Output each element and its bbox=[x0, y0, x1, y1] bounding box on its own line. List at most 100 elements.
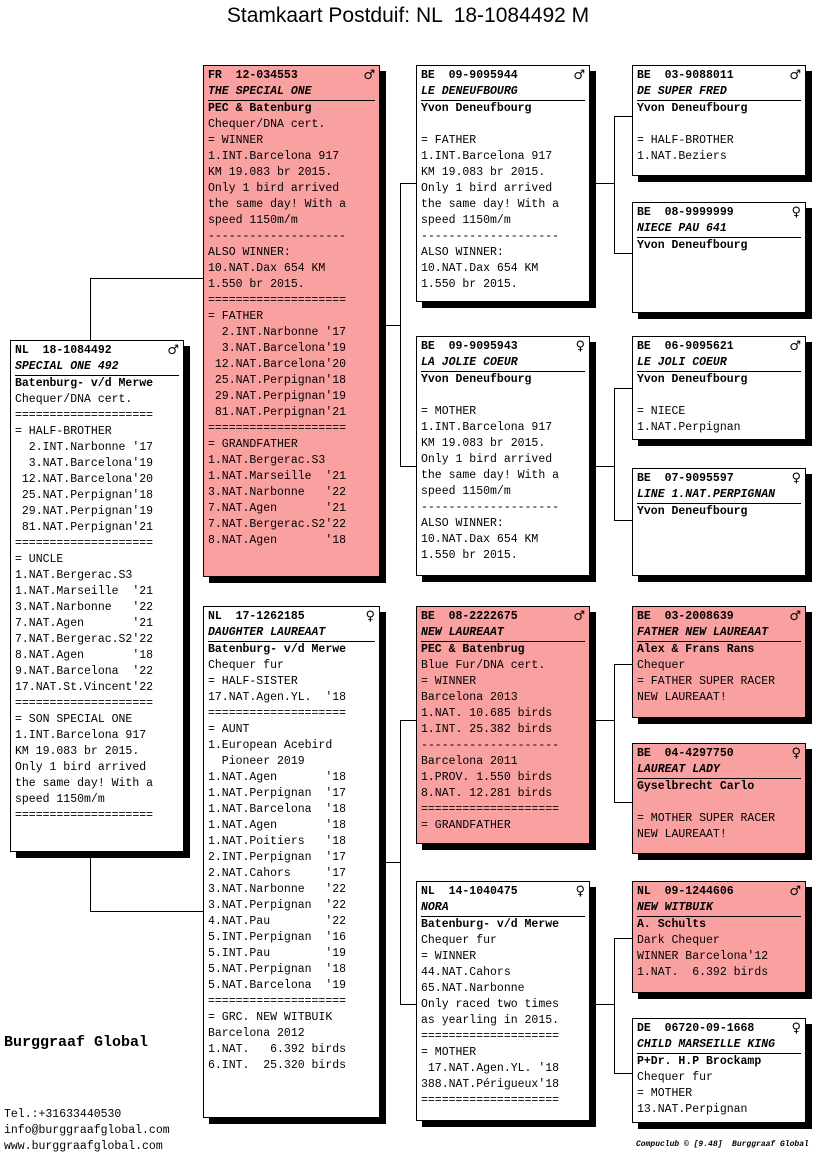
card-text-line: 8.NAT.Agen '18 bbox=[208, 534, 347, 547]
connector-line bbox=[400, 183, 401, 466]
card-text-line: = MOTHER bbox=[421, 405, 477, 418]
card-text-line: Only raced two times bbox=[421, 998, 560, 1011]
card-text-line: 1.NAT.Marseille '21 bbox=[208, 470, 347, 483]
card-text-line: 17.NAT.Agen.YL. '18 bbox=[208, 691, 347, 704]
connector-line bbox=[592, 720, 614, 721]
card-text-line bbox=[637, 795, 801, 811]
card-text-line: Chequer/DNA cert. bbox=[208, 118, 326, 131]
connector-line bbox=[614, 938, 632, 939]
card-text-line: -------------------- bbox=[208, 230, 347, 243]
card-text-line: 1.NAT.Bergerac.S3 bbox=[15, 569, 133, 582]
card-text-line: ==================== bbox=[15, 697, 154, 710]
card-text-line: Barcelona 2011 bbox=[421, 755, 518, 768]
card-text-line: 1.NAT.Perpignan '17 bbox=[208, 787, 347, 800]
card-text-line: = HALF-SISTER bbox=[208, 675, 298, 688]
contact-email[interactable]: info@burggraafglobal.com bbox=[4, 1124, 170, 1137]
connector-line bbox=[614, 664, 632, 665]
card-text-line: 5.NAT.Perpignan '18 bbox=[208, 963, 347, 976]
male-icon: ♂ bbox=[573, 609, 585, 624]
contact-website[interactable]: www.burggraafglobal.com bbox=[4, 1140, 163, 1153]
card-text-line: ==================== bbox=[208, 294, 347, 307]
card-text-line: 1.PROV. 1.550 birds bbox=[421, 771, 553, 784]
connector-line bbox=[380, 325, 400, 326]
pigeon-name: LAUREAT LADY bbox=[637, 762, 801, 779]
contact-phone: Tel.:+31633440530 bbox=[4, 1108, 122, 1121]
ring-number: BE 09-9095943 bbox=[421, 340, 518, 353]
card-text-line: speed 1150m/m bbox=[15, 793, 105, 806]
card-text-line: Pioneer 2019 bbox=[208, 755, 305, 768]
card-text-line: 3.NAT.Barcelona'19 bbox=[15, 457, 154, 470]
ring-number: BE 07-9095597 bbox=[637, 472, 734, 485]
breeder-name: Batenburg- v/d Merwe bbox=[208, 643, 347, 656]
card-text-line: = WINNER bbox=[421, 950, 477, 963]
breeder-name: PEC & Batenburg bbox=[208, 102, 312, 115]
connector-line bbox=[614, 388, 615, 521]
connector-line bbox=[614, 253, 632, 254]
card-header: BE 09-9095943♀ bbox=[421, 339, 585, 355]
card-text-line: 3.NAT.Narbonne '22 bbox=[208, 486, 347, 499]
breeder-name: Batenburg- v/d Merwe bbox=[15, 377, 154, 390]
connector-line bbox=[614, 664, 615, 803]
pigeon-name: DAUGHTER LAUREAAT bbox=[208, 625, 375, 642]
connector-line bbox=[90, 278, 91, 340]
card-text-line: ALSO WINNER: bbox=[421, 517, 504, 530]
card-text-line: ==================== bbox=[208, 422, 347, 435]
card-text-line: Barcelona 2012 bbox=[208, 1027, 305, 1040]
card-text-line: 1.550 br 2015. bbox=[421, 549, 518, 562]
card-text-line: -------------------- bbox=[421, 739, 560, 752]
card-text-line: Blue Fur/DNA cert. bbox=[421, 659, 546, 672]
pigeon-name: LE JOLI COEUR bbox=[637, 355, 801, 372]
ring-number: DE 06720-09-1668 bbox=[637, 1022, 755, 1035]
card-text-line: 6.INT. 25.320 birds bbox=[208, 1059, 347, 1072]
card-header: BE 04-4297750♀ bbox=[637, 746, 801, 762]
card-text-line: Only 1 bird arrived bbox=[15, 761, 147, 774]
card-text-line: Chequer fur bbox=[208, 659, 284, 672]
connector-line bbox=[90, 852, 91, 912]
card-header: NL 17-1262185♀ bbox=[208, 609, 375, 625]
card-text-line bbox=[421, 117, 585, 133]
ring-number: NL 14-1040475 bbox=[421, 885, 518, 898]
card-text-line: = MOTHER SUPER RACER bbox=[637, 812, 776, 825]
connector-line bbox=[400, 183, 417, 184]
pigeon-name: DE SUPER FRED bbox=[637, 84, 801, 101]
pigeon-name: LINE 1.NAT.PERPIGNAN bbox=[637, 487, 801, 504]
female-icon: ♀ bbox=[791, 1021, 801, 1036]
card-text-line: ALSO WINNER: bbox=[208, 246, 291, 259]
software-credit: Compuclub © [9.48] Burggraaf Global bbox=[636, 1140, 809, 1149]
breeder-name: Yvon Deneufbourg bbox=[421, 102, 532, 115]
card-text-line: Barcelona 2013 bbox=[421, 691, 518, 704]
card-text-line: Only 1 bird arrived bbox=[421, 453, 553, 466]
card-text-line: 1.NAT.Barcelona '18 bbox=[208, 803, 347, 816]
ring-number: NL 09-1244606 bbox=[637, 885, 734, 898]
pigeon-name: NORA bbox=[421, 900, 585, 917]
card-text-line: Chequer fur bbox=[637, 1071, 713, 1084]
card-text-line: ==================== bbox=[421, 1030, 560, 1043]
card-text-line: 5.INT.Pau '19 bbox=[208, 947, 347, 960]
ring-number: NL 18-1084492 bbox=[15, 344, 112, 357]
connector-line bbox=[614, 388, 632, 389]
card-text-line: KM 19.083 br 2015. bbox=[421, 166, 546, 179]
male-icon: ♂ bbox=[789, 884, 801, 899]
female-icon: ♀ bbox=[791, 471, 801, 486]
ring-number: BE 06-9095621 bbox=[637, 340, 734, 353]
card-text-line: = SON SPECIAL ONE bbox=[15, 713, 133, 726]
card-text-line bbox=[421, 388, 585, 404]
card-text-line: the same day! With a bbox=[421, 198, 560, 211]
card-text-line: NEW LAUREAAT! bbox=[637, 828, 727, 841]
card-text-line: 10.NAT.Dax 654 KM bbox=[421, 262, 539, 275]
card-text-line: Chequer bbox=[637, 659, 686, 672]
contact-block: Tel.:+31633440530 info@burggraafglobal.c… bbox=[4, 1107, 170, 1155]
card-text-line: 1.NAT. 6.392 birds bbox=[208, 1043, 347, 1056]
card-text-line: speed 1150m/m bbox=[208, 214, 298, 227]
card-text-line: 25.NAT.Perpignan'18 bbox=[15, 489, 154, 502]
connector-line bbox=[400, 720, 417, 721]
card-text-line: Only 1 bird arrived bbox=[208, 182, 340, 195]
card-text-line: 5.INT.Perpignan '16 bbox=[208, 931, 347, 944]
card-text-line: as yearling in 2015. bbox=[421, 1014, 560, 1027]
card-text-line: 1.550 br 2015. bbox=[208, 278, 305, 291]
